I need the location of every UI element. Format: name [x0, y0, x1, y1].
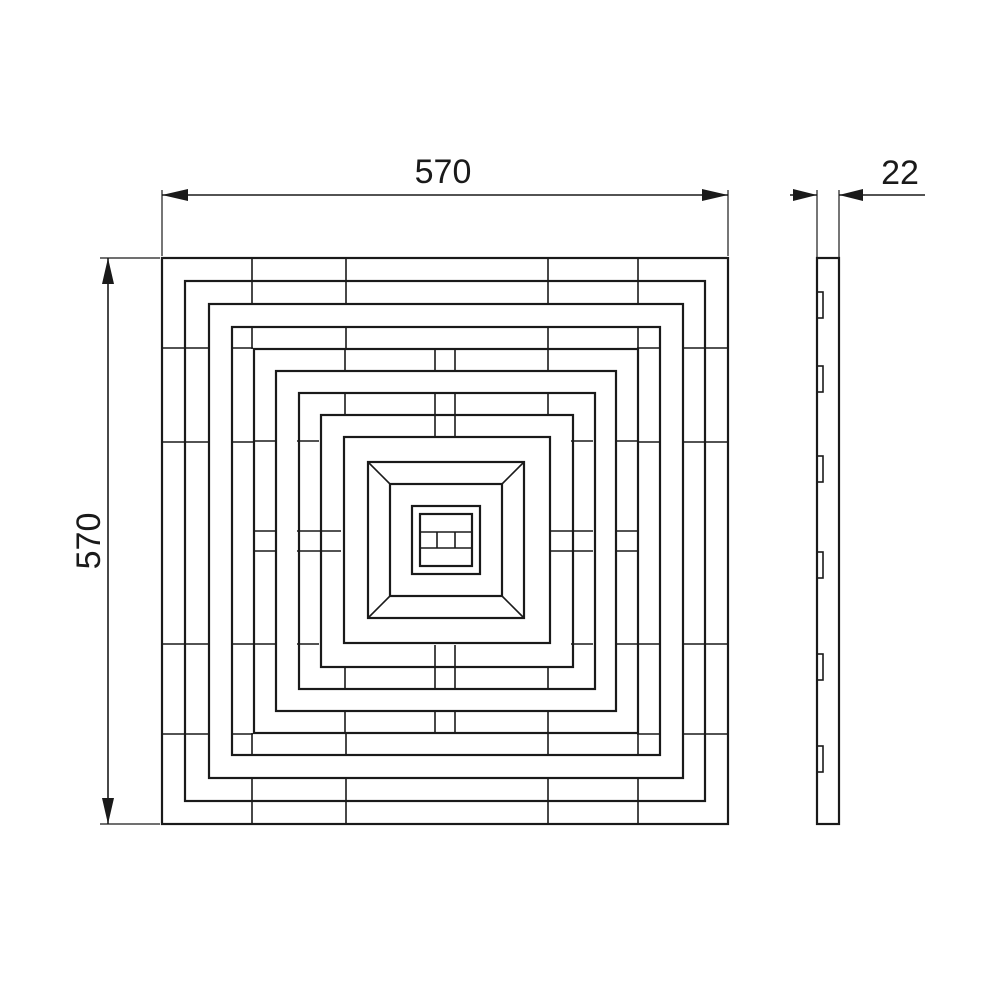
ring-3 — [252, 347, 640, 735]
height-arrow-bottom — [102, 798, 114, 824]
height-dimension: 570 — [70, 257, 160, 825]
outer-frame — [160, 256, 730, 826]
ring-4-outer — [274, 369, 618, 713]
side-tab-0 — [816, 291, 824, 319]
thickness-dimension: 22 — [790, 154, 925, 258]
bevel-edge-tl — [367, 461, 391, 485]
ring-5 — [319, 413, 575, 669]
height-arrow-top — [102, 258, 114, 284]
ring-6 — [342, 435, 552, 645]
thickness-arrow-right — [839, 189, 863, 201]
width-dimension-label: 570 — [415, 153, 472, 191]
side-tab-2 — [816, 455, 824, 483]
height-dimension-label: 570 — [70, 513, 108, 570]
thickness-dimension-label: 22 — [881, 154, 919, 192]
center-core-outer — [410, 504, 482, 576]
side-tab-3 — [816, 551, 824, 579]
side-tabs — [816, 291, 824, 773]
ring-1 — [183, 279, 707, 803]
side-tab-5 — [816, 745, 824, 773]
center-bevel-outer — [366, 460, 526, 620]
side-view — [815, 256, 841, 826]
bevel-edge-tr — [501, 461, 525, 485]
bevel-edge-bl — [367, 595, 391, 619]
bevel-edge-br — [501, 595, 525, 619]
side-tab-1 — [816, 365, 824, 393]
center-bevel-inner — [388, 482, 504, 598]
front-view — [160, 256, 730, 826]
ring-4-inner — [297, 391, 597, 691]
width-dimension: 570 — [161, 153, 729, 256]
ring-2-inner — [230, 325, 662, 757]
width-arrow-right — [702, 189, 728, 201]
side-tab-4 — [816, 653, 824, 681]
connecting-ribs — [162, 258, 728, 824]
center-core-inner — [418, 512, 474, 568]
side-profile — [815, 256, 841, 826]
thickness-arrow-left — [793, 189, 817, 201]
width-arrow-left — [162, 189, 188, 201]
ring-2-outer — [207, 302, 685, 780]
